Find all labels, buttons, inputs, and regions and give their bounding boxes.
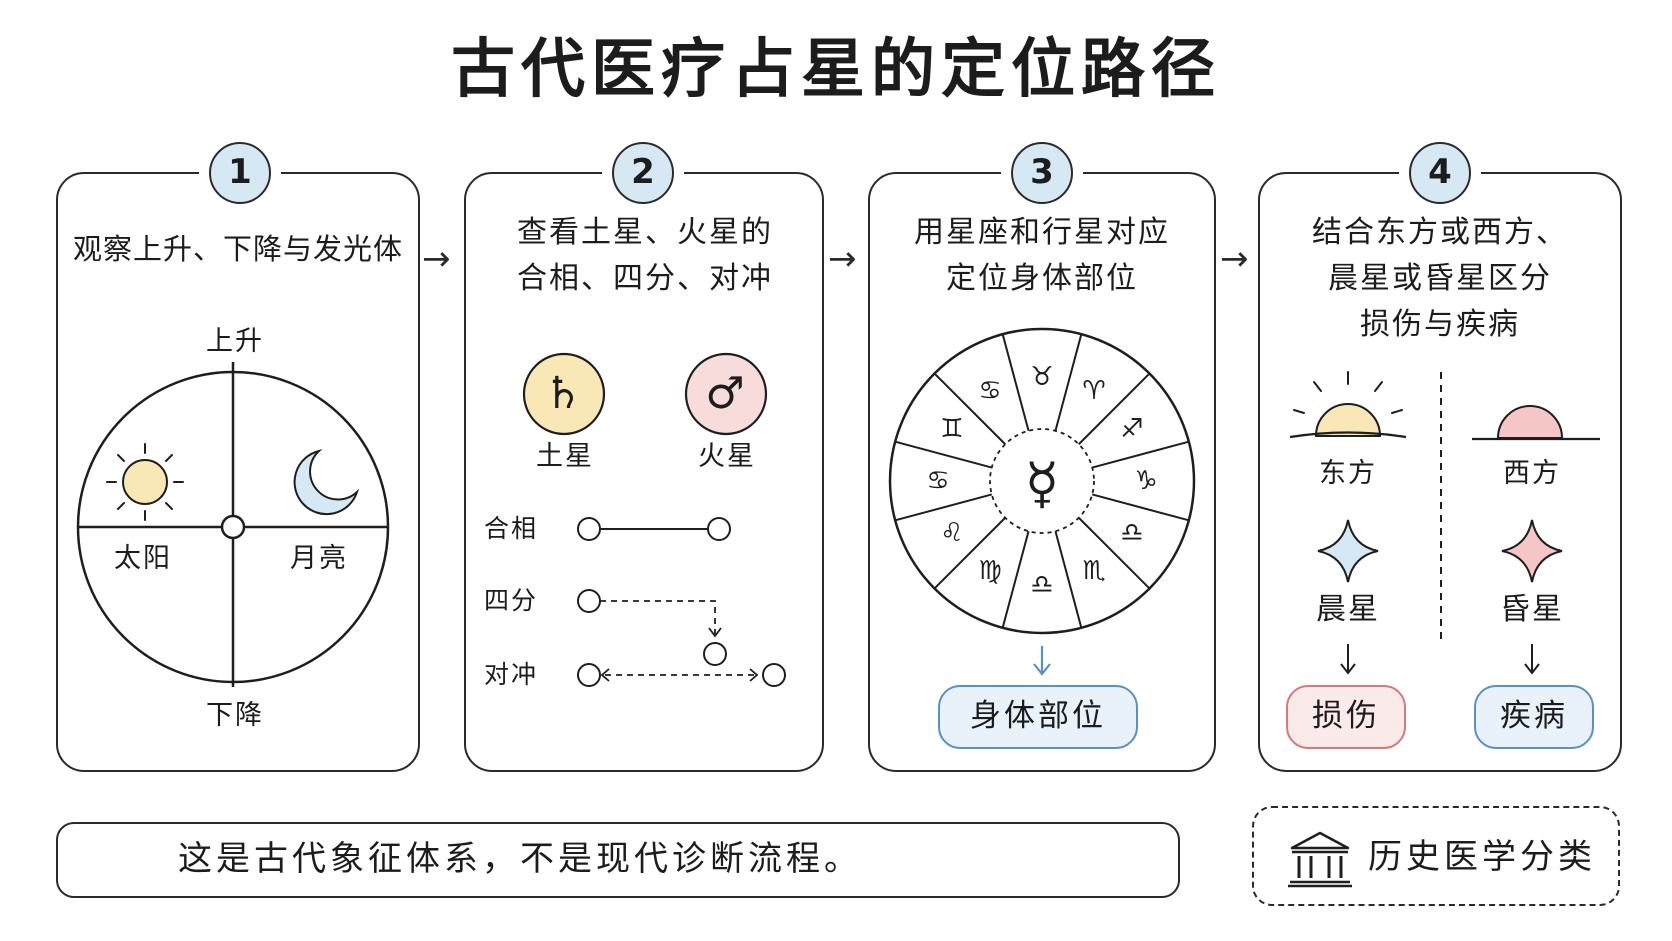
step-3-panel bbox=[868, 172, 1216, 772]
east-label: 东方 bbox=[1319, 458, 1377, 489]
zodiac-sign-icon: ♋ bbox=[926, 466, 949, 496]
zodiac-divider bbox=[894, 493, 993, 522]
opposition-aspect bbox=[577, 663, 786, 687]
sun-icon bbox=[106, 443, 184, 521]
flow-arrow-3-icon: → bbox=[1220, 239, 1249, 279]
step-4-badge: 4 bbox=[1409, 142, 1471, 204]
step-4-title: 结合东方或西方、 晨星或昏星区分 损伤与疾病 bbox=[1312, 215, 1568, 342]
mercury-icon: ☿ bbox=[1025, 452, 1059, 517]
disclaimer-box: 这是古代象征体系，不是现代诊断流程。 bbox=[56, 822, 1180, 898]
moon-label: 月亮 bbox=[290, 543, 348, 574]
flow-arrow-2-icon: → bbox=[828, 239, 857, 279]
west-label: 西方 bbox=[1503, 458, 1561, 489]
zodiac-divider bbox=[1001, 333, 1030, 432]
descendant-label: 下降 bbox=[206, 700, 264, 731]
zodiac-divider bbox=[1054, 333, 1083, 432]
horoscope-chart bbox=[76, 362, 390, 687]
step-1-title: 观察上升、下降与发光体 bbox=[72, 232, 403, 266]
zodiac-divider bbox=[1001, 530, 1030, 629]
zodiac-divider bbox=[933, 517, 1006, 590]
zodiac-divider bbox=[1078, 517, 1151, 590]
zodiac-sign-icon: ♈ bbox=[1082, 376, 1105, 406]
step-4-panel bbox=[1258, 172, 1622, 772]
morning-star-label: 晨星 bbox=[1316, 592, 1380, 627]
disease-result: 疾病 bbox=[1474, 685, 1594, 749]
zodiac-divider bbox=[1054, 530, 1083, 629]
down-arrow-icon bbox=[1033, 646, 1051, 676]
body-part-result: 身体部位 bbox=[938, 685, 1138, 749]
east-west-diagram bbox=[1289, 371, 1600, 675]
evening-star-label: 昏星 bbox=[1500, 592, 1564, 627]
aspect-label-conjunction: 合相 bbox=[484, 514, 539, 543]
zodiac-sign-icon: ♉ bbox=[1030, 362, 1053, 392]
zodiac-divider bbox=[1078, 372, 1151, 445]
moon-icon bbox=[293, 449, 360, 516]
zodiac-sign-icon: ♊ bbox=[940, 414, 963, 444]
step-3-title: 用星座和行星对应 定位身体部位 bbox=[914, 215, 1170, 296]
zodiac-sign-icon: ♍ bbox=[978, 556, 1001, 586]
step-1-panel bbox=[56, 172, 420, 772]
step-3-badge: 3 bbox=[1011, 142, 1073, 204]
mars-icon: ♂ bbox=[705, 368, 747, 419]
rising-sun-icon bbox=[1289, 371, 1407, 439]
evening-star-icon bbox=[1501, 519, 1563, 583]
conjunction-aspect bbox=[577, 517, 731, 541]
zodiac-sign-icon: ♎ bbox=[1030, 570, 1053, 600]
category-tag-text: 历史医学分类 bbox=[1368, 837, 1596, 877]
disclaimer-text: 这是古代象征体系，不是现代诊断流程。 bbox=[178, 839, 862, 879]
zodiac-wheel: ♈ ♐ ♑ ♎ ♏ ♎ ♍ ♌ ♋ ♊ ♋ ♉ ☿ bbox=[888, 327, 1196, 676]
flow-arrow-1-icon: → bbox=[422, 239, 451, 279]
saturn-label: 土星 bbox=[536, 441, 594, 472]
zodiac-divider bbox=[1091, 493, 1190, 522]
sun-label: 太阳 bbox=[114, 543, 172, 574]
zodiac-divider bbox=[1091, 440, 1190, 469]
zodiac-sign-icon: ♌ bbox=[940, 518, 963, 548]
category-tag: 历史医学分类 bbox=[1252, 806, 1620, 906]
step-2-badge: 2 bbox=[612, 142, 674, 204]
ascendant-label: 上升 bbox=[206, 326, 264, 357]
setting-sun-icon bbox=[1472, 405, 1600, 441]
zodiac-sign-icon: ♋ bbox=[978, 376, 1001, 406]
aspects-diagram bbox=[522, 352, 786, 687]
step-2-title: 查看土星、火星的 合相、四分、对冲 bbox=[517, 215, 773, 296]
aspect-label-square: 四分 bbox=[484, 586, 539, 615]
down-arrow-east-icon bbox=[1340, 644, 1356, 675]
step-1-badge: 1 bbox=[209, 142, 271, 204]
zodiac-sign-icon: ♐ bbox=[1120, 414, 1143, 444]
zodiac-divider bbox=[894, 440, 993, 469]
museum-icon bbox=[1288, 831, 1352, 888]
zodiac-sign-icon: ♏ bbox=[1082, 556, 1105, 586]
zodiac-sign-icon: ♑ bbox=[1134, 466, 1157, 496]
aspect-label-opposition: 对冲 bbox=[484, 660, 539, 689]
down-arrow-west-icon bbox=[1524, 644, 1540, 675]
zodiac-sign-icon: ♎ bbox=[1120, 518, 1143, 548]
page-title: 古代医疗占星的定位路径 bbox=[451, 33, 1221, 107]
zodiac-divider bbox=[933, 372, 1006, 445]
morning-star-icon bbox=[1317, 519, 1379, 583]
mars-label: 火星 bbox=[698, 441, 756, 472]
square-aspect bbox=[577, 589, 727, 666]
injury-result: 损伤 bbox=[1286, 685, 1406, 749]
saturn-icon: ♄ bbox=[543, 368, 585, 419]
